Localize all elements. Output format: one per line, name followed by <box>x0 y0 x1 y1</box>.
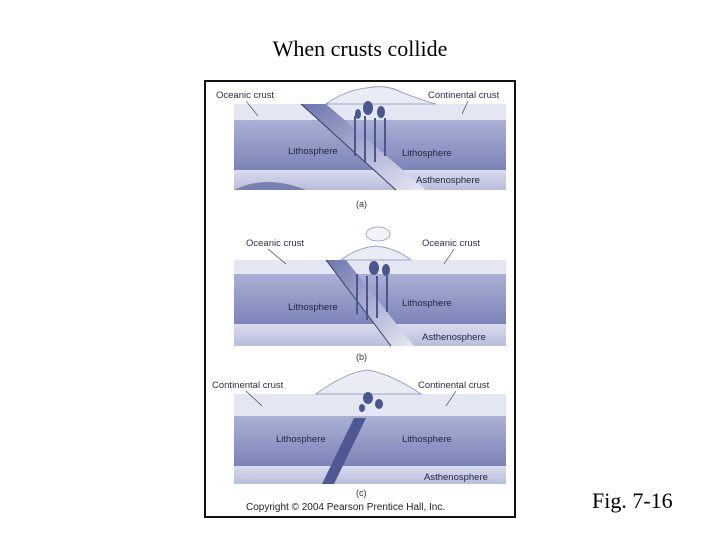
label-left-lithosphere: Lithosphere <box>288 302 338 313</box>
label-left-lithosphere: Lithosphere <box>276 434 326 445</box>
copyright-notice: Copyright © 2004 Pearson Prentice Hall, … <box>246 502 445 513</box>
figure-frame: Oceanic crust Continental crust Lithosph… <box>204 80 516 518</box>
label-right-crust: Continental crust <box>418 380 490 391</box>
panel-a: Oceanic crust Continental crust Lithosph… <box>216 86 506 209</box>
mountain-uplift <box>314 369 423 395</box>
ash-cloud <box>365 226 391 242</box>
asthenosphere-band <box>234 466 506 484</box>
magma-plumes <box>359 392 383 412</box>
subducting-slab <box>301 104 426 190</box>
caption-b: (b) <box>356 352 367 362</box>
label-left-lithosphere: Lithosphere <box>288 146 338 157</box>
label-asthenosphere: Asthenosphere <box>416 175 480 186</box>
figure-number-label: Fig. 7-16 <box>592 488 673 513</box>
label-left-crust: Continental crust <box>212 380 284 391</box>
label-right-crust: Oceanic crust <box>422 238 480 249</box>
label-asthenosphere: Asthenosphere <box>424 472 488 483</box>
caption-c: (c) <box>356 488 367 498</box>
magma-plumes <box>354 101 386 162</box>
caption-a: (a) <box>356 199 367 209</box>
plate-collision-diagram: Oceanic crust Continental crust Lithosph… <box>212 86 506 513</box>
asthenosphere-band <box>234 324 506 346</box>
label-right-lithosphere: Lithosphere <box>402 148 452 159</box>
mountain-range <box>324 86 437 105</box>
slide-title: When crusts collide <box>272 36 448 61</box>
subducting-slab <box>326 260 414 346</box>
label-asthenosphere: Asthenosphere <box>422 332 486 343</box>
label-right-lithosphere: Lithosphere <box>402 434 452 445</box>
label-right-lithosphere: Lithosphere <box>402 298 452 309</box>
volcanic-arc <box>339 245 413 261</box>
detached-slab <box>322 418 366 484</box>
lithosphere-band <box>234 416 506 466</box>
panel-c: Continental crust Continental crust Lith… <box>212 369 506 498</box>
asthenosphere-band <box>234 170 506 190</box>
label-left-crust: Oceanic crust <box>246 238 304 249</box>
label-left-crust: Oceanic crust <box>216 90 274 101</box>
crust-band <box>234 394 506 416</box>
magma-plumes <box>356 261 390 320</box>
label-right-crust: Continental crust <box>428 90 500 101</box>
panel-b: Oceanic crust Oceanic crust Lithosphere … <box>234 226 506 362</box>
